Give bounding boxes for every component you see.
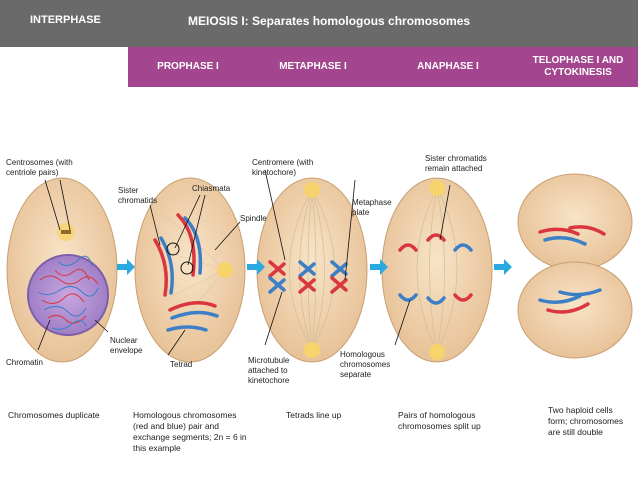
caption-metaphase: Tetrads line up	[286, 410, 342, 420]
chromatin-blue	[37, 255, 99, 330]
label-spindle: Spindle	[240, 214, 267, 223]
centrosome	[57, 223, 75, 241]
prophase-header: PROPHASE I	[128, 47, 248, 87]
label-sister-chromatids: Sister chromatids	[118, 186, 158, 205]
label-homologous-separate: Homologous chromosomes separate	[340, 350, 391, 379]
chiasma-circle	[180, 261, 194, 275]
label-chromatin: Chromatin	[6, 358, 43, 367]
bottom-pole	[304, 342, 320, 358]
top-pole	[429, 180, 445, 196]
bottom-pole	[429, 344, 445, 360]
label-centromere: Centromere (with kinetochore)	[252, 158, 314, 177]
chromatin-red	[39, 268, 99, 324]
centrosome	[217, 262, 233, 278]
label-metaphase-plate: Metaphase plate	[352, 198, 392, 217]
caption-telophase: Two haploid cells form; chromosomes are …	[548, 405, 624, 437]
metaphase-cell	[256, 177, 368, 363]
arrow-1	[117, 259, 135, 275]
label-nuclear-envelope: Nuclear envelope	[110, 336, 143, 355]
telophase-cells	[517, 173, 633, 359]
metaphase-header: METAPHASE I	[248, 47, 378, 87]
interphase-header: INTERPHASE	[0, 0, 128, 47]
top-pole	[304, 182, 320, 198]
label-microtubule: Microtubule attached to kinetochore	[248, 356, 290, 385]
spindle-fibers	[159, 214, 226, 331]
caption-interphase: Chromosomes duplicate	[8, 410, 100, 420]
chiasma-circle	[166, 242, 180, 256]
interphase-cell	[6, 177, 118, 363]
caption-anaphase: Pairs of homologous chromosomes split up	[398, 410, 481, 431]
anaphase-header: ANAPHASE I	[378, 47, 518, 87]
meiosis-header: MEIOSIS I: Separates homologous chromoso…	[128, 0, 518, 47]
arrow-3	[370, 259, 388, 275]
label-centrosomes: Centrosomes (with centriole pairs)	[6, 158, 73, 177]
label-pointers	[37, 169, 451, 356]
arrow-4	[494, 259, 512, 275]
header-gray-block	[518, 0, 638, 47]
label-tetrad: Tetrad	[170, 360, 193, 369]
arrow-2	[247, 259, 265, 275]
spindle-fibers	[416, 187, 458, 353]
anaphase-cell	[381, 177, 493, 363]
prophase-cell	[134, 177, 246, 363]
label-chiasmata: Chiasmata	[192, 184, 231, 193]
progress-arrows	[117, 259, 512, 275]
telophase-header: TELOPHASE I AND CYTOKINESIS	[518, 47, 638, 87]
label-sister-attached: Sister chromatids remain attached	[425, 154, 487, 173]
caption-prophase: Homologous chromosomes (red and blue) pa…	[133, 410, 247, 453]
